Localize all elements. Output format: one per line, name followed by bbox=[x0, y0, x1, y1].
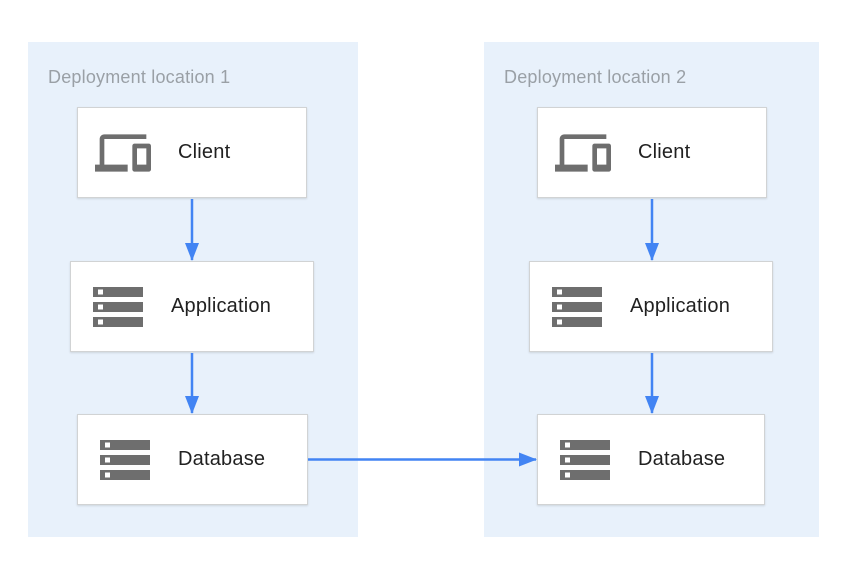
node-label: Application bbox=[171, 295, 272, 317]
node-label: Application bbox=[630, 295, 731, 317]
database-node-2: Database bbox=[537, 414, 765, 505]
node-label: Database bbox=[638, 448, 726, 470]
group-title: Deployment location 2 bbox=[504, 67, 687, 87]
client-node-2: Client bbox=[537, 107, 767, 198]
application-node-1: Application bbox=[70, 261, 314, 352]
database-node-1: Database bbox=[77, 414, 308, 505]
application-node-2: Application bbox=[529, 261, 773, 352]
node-label: Client bbox=[638, 141, 691, 163]
deployment-location-2-group: Deployment location 2 Client Application bbox=[484, 42, 819, 537]
devices-icon bbox=[555, 125, 618, 181]
server-stack-icon bbox=[88, 277, 151, 337]
client-node-1: Client bbox=[77, 107, 307, 198]
server-stack-icon bbox=[95, 430, 158, 490]
devices-icon bbox=[95, 125, 158, 181]
server-stack-icon bbox=[547, 277, 610, 337]
node-label: Database bbox=[178, 448, 266, 470]
group-title: Deployment location 1 bbox=[48, 67, 231, 87]
node-label: Client bbox=[178, 141, 231, 163]
server-stack-icon bbox=[555, 430, 618, 490]
deployment-location-1-group: Deployment location 1 Client Application bbox=[28, 42, 358, 537]
